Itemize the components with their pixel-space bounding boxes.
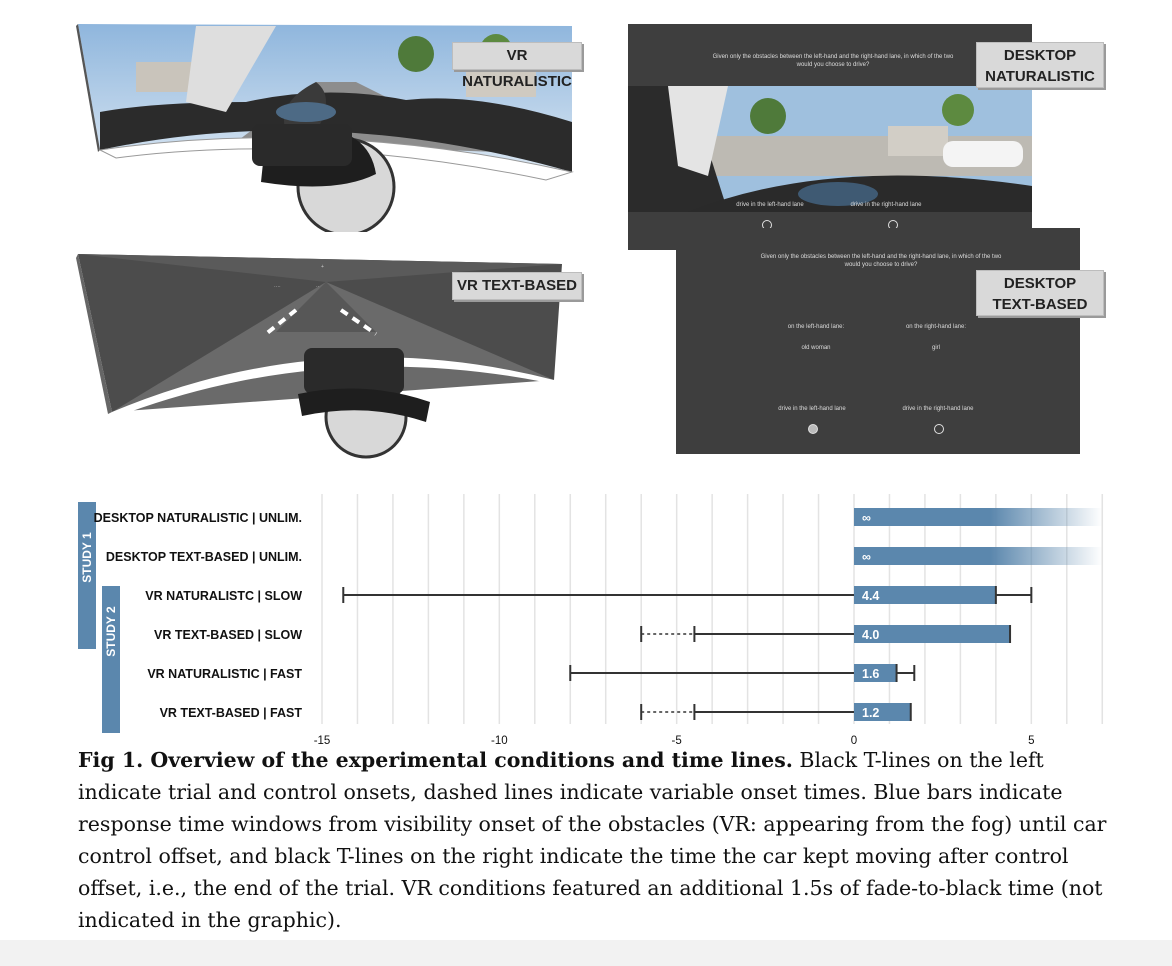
desktop-text-based-right-lane-header: on the right-hand lane: <box>905 324 967 330</box>
study-2-bar <box>102 586 120 733</box>
svg-text:··: ·· <box>316 284 320 290</box>
vr-naturalistic-illustration <box>76 24 574 237</box>
desktop-text-based-left-lane-header: on the left-hand lane: <box>787 324 845 330</box>
response-window-bar <box>854 664 897 682</box>
svg-text:····: ···· <box>274 284 281 290</box>
desktop-naturalistic-question-line2: would you choose to drive? <box>796 62 870 68</box>
desktop-naturalistic-screen: Given only the obstacles between the lef… <box>628 24 1032 250</box>
x-tick-label: 0 <box>851 735 857 747</box>
desktop-naturalistic-label-line2: NATURALISTIC <box>985 68 1095 85</box>
vr-naturalistic-panel: VR NATURALISTIC <box>76 22 596 237</box>
svg-text:+: + <box>321 264 324 270</box>
x-tick-label: -15 <box>314 735 331 747</box>
desktop-text-based-question-line1: Given only the obstacles between the lef… <box>760 254 1002 260</box>
bar-value-label: 1.6 <box>862 667 879 681</box>
caption-body: Black T-lines on the left indicate trial… <box>78 748 1107 932</box>
study-1-label: STUDY 1 <box>80 532 94 583</box>
bar-value-label: 1.2 <box>862 706 879 720</box>
desktop-naturalistic-question-line1: Given only the obstacles between the lef… <box>712 54 954 60</box>
x-tick-label: -10 <box>491 735 508 747</box>
response-window-bar <box>854 703 911 721</box>
row-label: VR TEXT-BASED | SLOW <box>154 628 302 642</box>
desktop-text-based-radio-left[interactable] <box>808 424 818 434</box>
desktop-text-based-question-line2: would you choose to drive? <box>844 262 918 268</box>
x-tick-label: -5 <box>672 735 682 747</box>
desktop-text-based-screen: Given only the obstacles between the lef… <box>676 228 1080 454</box>
timeline-chart: STUDY 1 STUDY 2 DESKTOP NATURALISTIC | UNL… <box>78 494 1104 747</box>
desktop-text-based-radio-right[interactable] <box>934 424 944 434</box>
desktop-text-based-label-line1: DESKTOP <box>1003 275 1077 292</box>
vr-text-based-panel: + ···· ·· VR TEXT-BASED <box>76 252 596 462</box>
desktop-text-based-label-line2: TEXT-BASED <box>992 296 1088 313</box>
caption-title: Fig 1. Overview of the experimental cond… <box>78 748 793 772</box>
row-label: VR NATURALISTIC | FAST <box>147 667 302 681</box>
bar-value-label: 4.0 <box>862 628 879 642</box>
row-label: DESKTOP TEXT-BASED | UNLIM. <box>106 550 302 564</box>
desktop-naturalistic-scene <box>628 86 1032 212</box>
desktop-text-based-option-right: drive in the right-hand lane <box>902 406 974 412</box>
desktop-text-based-label: DESKTOP TEXT-BASED <box>976 270 1104 316</box>
row-label: VR TEXT-BASED | FAST <box>160 706 303 720</box>
row-label: DESKTOP NATURALISTIC | UNLIM. <box>94 511 302 525</box>
vr-text-based-label: VR TEXT-BASED <box>452 272 582 300</box>
desktop-naturalistic-label: DESKTOP NATURALISTIC <box>976 42 1104 88</box>
page-footer-band <box>0 940 1172 966</box>
vr-naturalistic-label: VR NATURALISTIC <box>452 42 582 90</box>
bar-value-label: 4.4 <box>862 589 879 603</box>
bar-unlimited <box>854 547 1103 565</box>
desktop-text-based-option-left: drive in the left-hand lane <box>778 406 846 412</box>
desktop-naturalistic-label-line1: DESKTOP <box>1003 47 1077 64</box>
x-tick-label: 5 <box>1028 735 1034 747</box>
bar-unlimited <box>854 508 1103 526</box>
desktop-text-based-right-lane-value: girl <box>931 345 940 351</box>
bar-value-label: ∞ <box>862 511 871 525</box>
response-window-bar <box>854 625 1011 643</box>
study-2-label: STUDY 2 <box>104 606 118 657</box>
desktop-text-based-left-lane-value: old woman <box>801 345 831 351</box>
figure-caption: Fig 1. Overview of the experimental cond… <box>78 744 1108 936</box>
desktop-naturalistic-option-right: drive in the right-hand lane <box>850 202 922 208</box>
vr-text-based-illustration: + ···· ·· <box>76 254 562 459</box>
desktop-naturalistic-option-left: drive in the left-hand lane <box>736 202 804 208</box>
row-label: VR NATURALISTC | SLOW <box>145 589 302 603</box>
study-1-bar <box>78 502 96 649</box>
bar-value-label: ∞ <box>862 550 871 564</box>
response-window-bar <box>854 586 996 604</box>
